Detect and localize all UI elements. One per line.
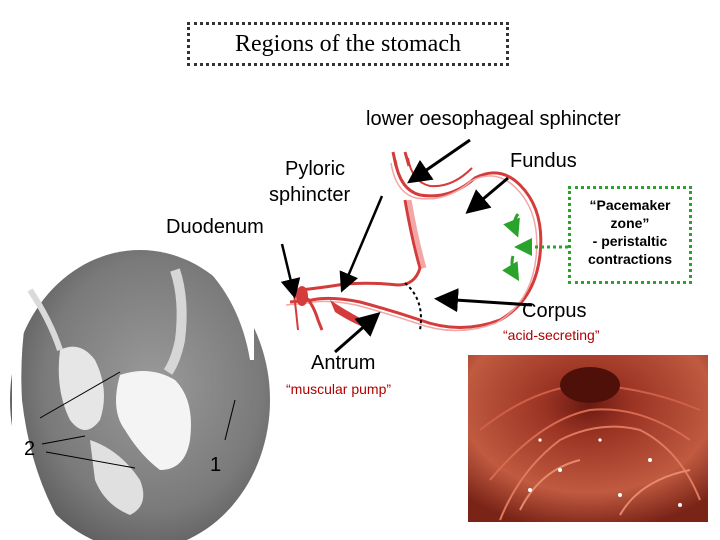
page-title: Regions of the stomach	[235, 30, 461, 57]
pacemaker-box: “Pacemaker zone” - peristaltic contracti…	[568, 186, 692, 284]
label-corpus: Corpus	[522, 300, 587, 322]
peristalsis-arrow-top	[503, 213, 520, 238]
xray-pointer-2c	[45, 451, 136, 469]
pacemaker-line-2: zone”	[610, 215, 650, 231]
label-corpus-note: “acid-secreting”	[503, 327, 600, 343]
xray-image	[10, 250, 270, 540]
pacemaker-line-1: “Pacemaker	[589, 197, 671, 213]
xray-marker-2: 2	[24, 438, 36, 460]
xray-pointer-2a	[39, 371, 121, 419]
stomach-drawing	[285, 151, 543, 332]
pacemaker-line-4: contractions	[587, 251, 672, 267]
arrow-duodenum	[280, 243, 301, 299]
label-antrum-note: “muscular pump”	[286, 381, 392, 397]
label-pyloric-1: Pyloric	[285, 158, 346, 180]
endoscopy-image	[468, 355, 708, 522]
arrow-pyloric	[339, 195, 384, 293]
label-duodenum: Duodenum	[166, 216, 264, 238]
label-pyloric-2: sphincter	[269, 184, 351, 206]
label-les: lower oesophageal sphincter	[366, 108, 621, 130]
peristalsis-arrow-bottom	[502, 255, 520, 282]
arrow-fundus	[465, 176, 509, 214]
arrow-antrum	[334, 312, 381, 354]
pacemaker-line-3: - peristaltic	[592, 233, 668, 249]
arrow-les	[407, 138, 471, 184]
label-fundus: Fundus	[510, 150, 577, 172]
label-antrum: Antrum	[311, 352, 376, 374]
xray-pointer-1	[224, 399, 236, 441]
xray-pointer-2b	[41, 435, 86, 445]
arrow-corpus	[434, 288, 533, 313]
title-box: Regions of the stomach	[187, 22, 509, 66]
xray-marker-1: 1	[210, 454, 222, 476]
